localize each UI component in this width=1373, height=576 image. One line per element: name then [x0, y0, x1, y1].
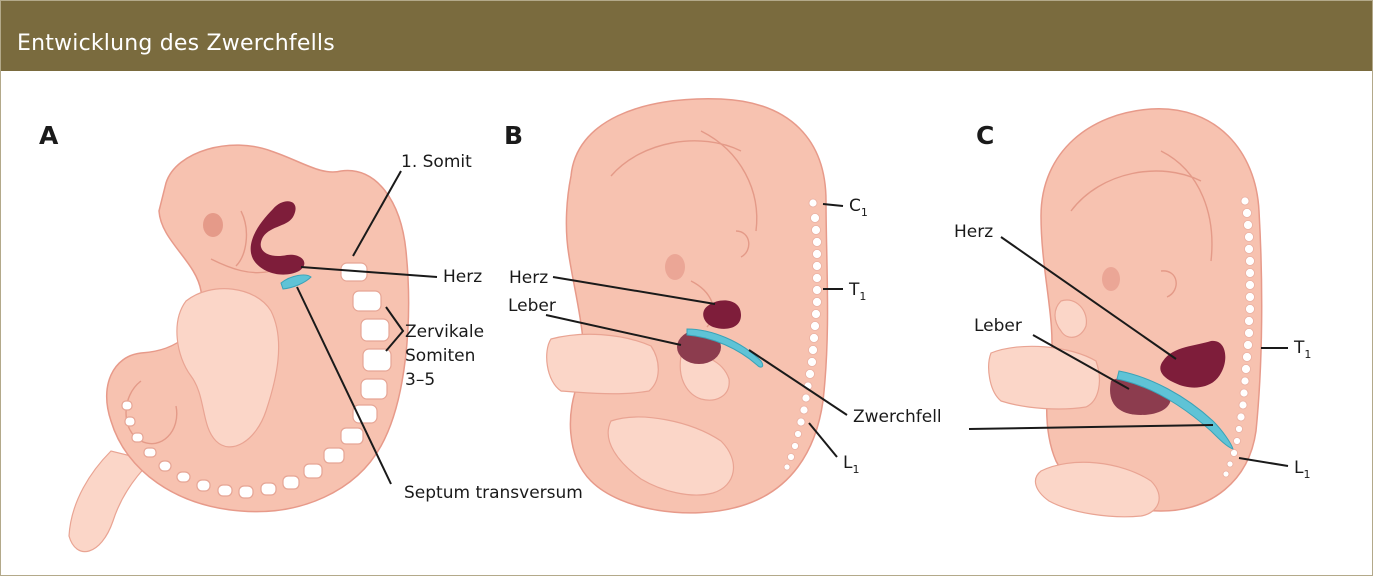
label-somiten: Somiten	[405, 346, 475, 366]
embryo-b-arm	[547, 334, 659, 393]
figure-header: Entwicklung des Zwerchfells	[1, 1, 1372, 71]
label-zwerchfell: Zwerchfell	[853, 407, 942, 427]
embryo-c-arm	[989, 346, 1100, 409]
label-l1-c: L1	[1294, 458, 1310, 481]
label-c1: C1	[849, 196, 868, 219]
label-t1-c: T1	[1293, 338, 1311, 361]
panel-a: A	[39, 121, 583, 552]
label-3-5: 3–5	[405, 370, 435, 390]
label-leber-c: Leber	[974, 316, 1022, 336]
label-leber-b: Leber	[508, 296, 556, 316]
label-herz-b: Herz	[509, 268, 548, 288]
embryo-b-eye	[665, 254, 685, 280]
label-herz-c: Herz	[954, 222, 993, 242]
embryo-a-eye	[203, 213, 223, 237]
panel-b: B	[504, 99, 942, 513]
label-herz-a: Herz	[443, 267, 482, 287]
label-1-somit: 1. Somit	[401, 152, 472, 172]
label-septum-transversum: Septum transversum	[404, 483, 583, 503]
label-t1-b: T1	[848, 280, 866, 303]
label-zervikale: Zervikale	[405, 322, 484, 342]
diagram-canvas: A	[1, 71, 1372, 575]
panel-c: C	[954, 109, 1311, 517]
label-l1-b: L1	[843, 453, 859, 476]
embryo-c-eye	[1102, 267, 1120, 291]
panel-a-letter: A	[39, 121, 59, 150]
panel-b-letter: B	[504, 121, 523, 150]
figure-title: Entwicklung des Zwerchfells	[17, 31, 335, 56]
panel-c-letter: C	[976, 121, 994, 150]
